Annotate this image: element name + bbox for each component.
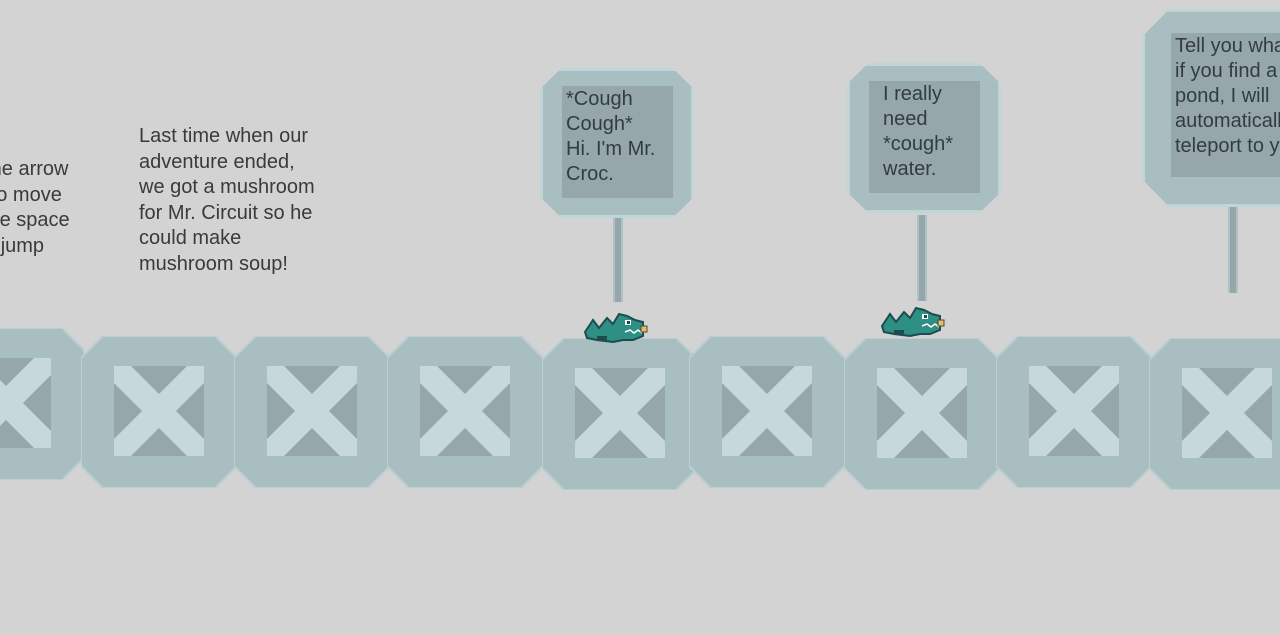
crate-x-icon bbox=[0, 328, 84, 480]
crocodile-icon bbox=[583, 306, 649, 351]
crate-x-icon bbox=[81, 336, 237, 488]
dialog-pointer bbox=[917, 215, 927, 301]
dialog-bubble-croc-2: I really need *cough* water. bbox=[847, 63, 1001, 213]
dialog-text: I really need *cough* water. bbox=[869, 81, 980, 193]
story-intro-text: Last time when our adventure ended, we g… bbox=[139, 125, 315, 275]
dialog-text: Tell you what, if you find a pond, I wil… bbox=[1171, 33, 1280, 177]
dialog-pointer bbox=[613, 218, 623, 302]
crate-x-icon bbox=[1149, 338, 1280, 490]
crate-x-icon bbox=[234, 336, 390, 488]
dialog-bubble-croc-1: *Cough Cough* Hi. I'm Mr. Croc. bbox=[540, 68, 694, 218]
dialog-pointer bbox=[1228, 207, 1238, 293]
crate-x-icon bbox=[689, 336, 845, 488]
dialog-bubble-croc-3: Tell you what, if you find a pond, I wil… bbox=[1142, 9, 1280, 207]
crate-x-icon bbox=[542, 338, 698, 490]
controls-hint-text: Use the arrow keys to move and the space… bbox=[0, 158, 70, 257]
crate-x-icon bbox=[844, 338, 1000, 490]
crate-x-icon bbox=[387, 336, 543, 488]
crocodile-icon bbox=[880, 300, 946, 345]
dialog-text: *Cough Cough* Hi. I'm Mr. Croc. bbox=[562, 86, 673, 198]
crate-x-icon bbox=[996, 336, 1152, 488]
